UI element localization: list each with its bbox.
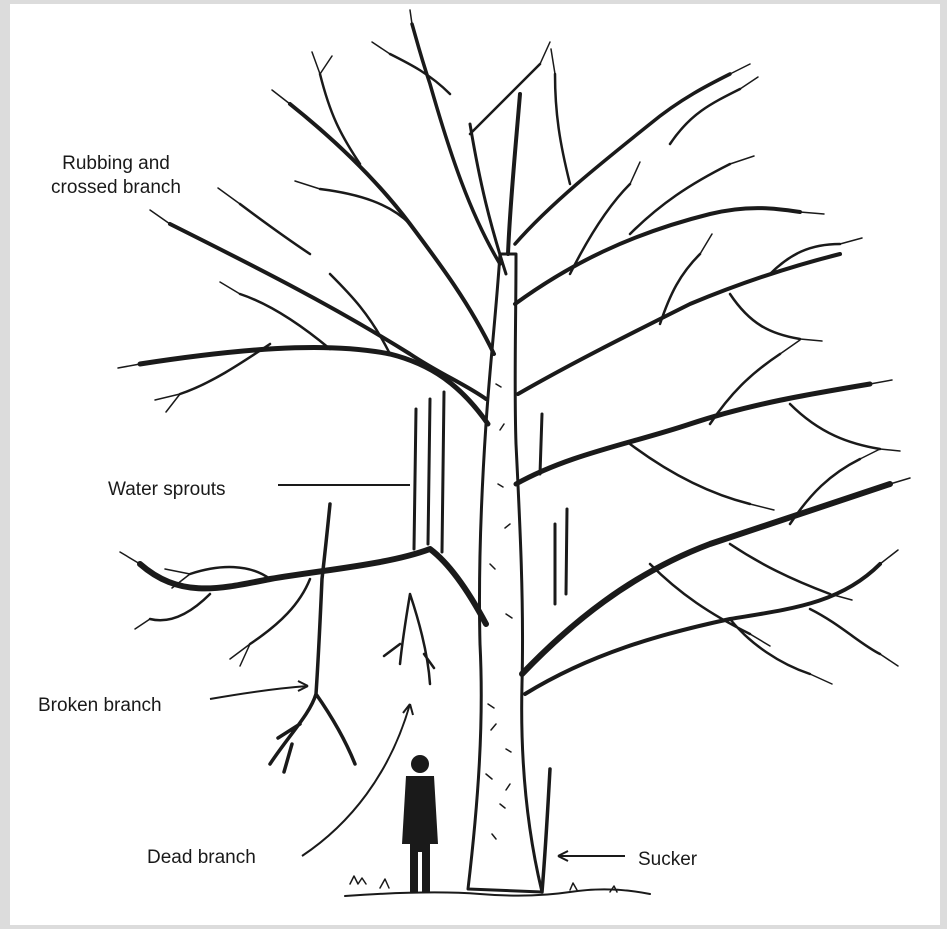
tree [118, 10, 910, 896]
label-dead-branch: Dead branch [147, 846, 256, 870]
limb-left-upper [140, 347, 488, 424]
limb-rubbing [170, 224, 486, 399]
broken-branch [270, 504, 355, 772]
limb-top-mid [470, 124, 506, 274]
limb-right-mid [516, 384, 870, 484]
limb-right-low [522, 484, 890, 674]
label-sucker: Sucker [638, 848, 697, 872]
limb-right-upper [518, 254, 840, 394]
limb-center-up [508, 94, 520, 254]
sucker-shoot [542, 769, 550, 892]
dead-branch [384, 594, 434, 684]
leader-broken-branch [210, 686, 308, 699]
limb-top-left [412, 24, 500, 264]
label-broken-branch: Broken branch [38, 694, 162, 718]
label-rubbing-line2: crossed branch [28, 176, 204, 200]
trunk [468, 254, 542, 892]
tree-illustration [10, 4, 940, 925]
person-silhouette [402, 755, 438, 892]
limb-upper-right [515, 208, 800, 304]
label-rubbing-line1: Rubbing and [28, 152, 204, 176]
label-rubbing-crossed-branch: Rubbing and crossed branch [28, 152, 204, 200]
limb-left-major [140, 549, 486, 624]
diagram-frame: Rubbing and crossed branch Water sprouts… [10, 4, 940, 925]
label-water-sprouts: Water sprouts [108, 478, 226, 502]
leader-dead-branch [302, 704, 410, 856]
limb-left-high [290, 104, 494, 354]
limb-right-lowest [525, 564, 880, 694]
